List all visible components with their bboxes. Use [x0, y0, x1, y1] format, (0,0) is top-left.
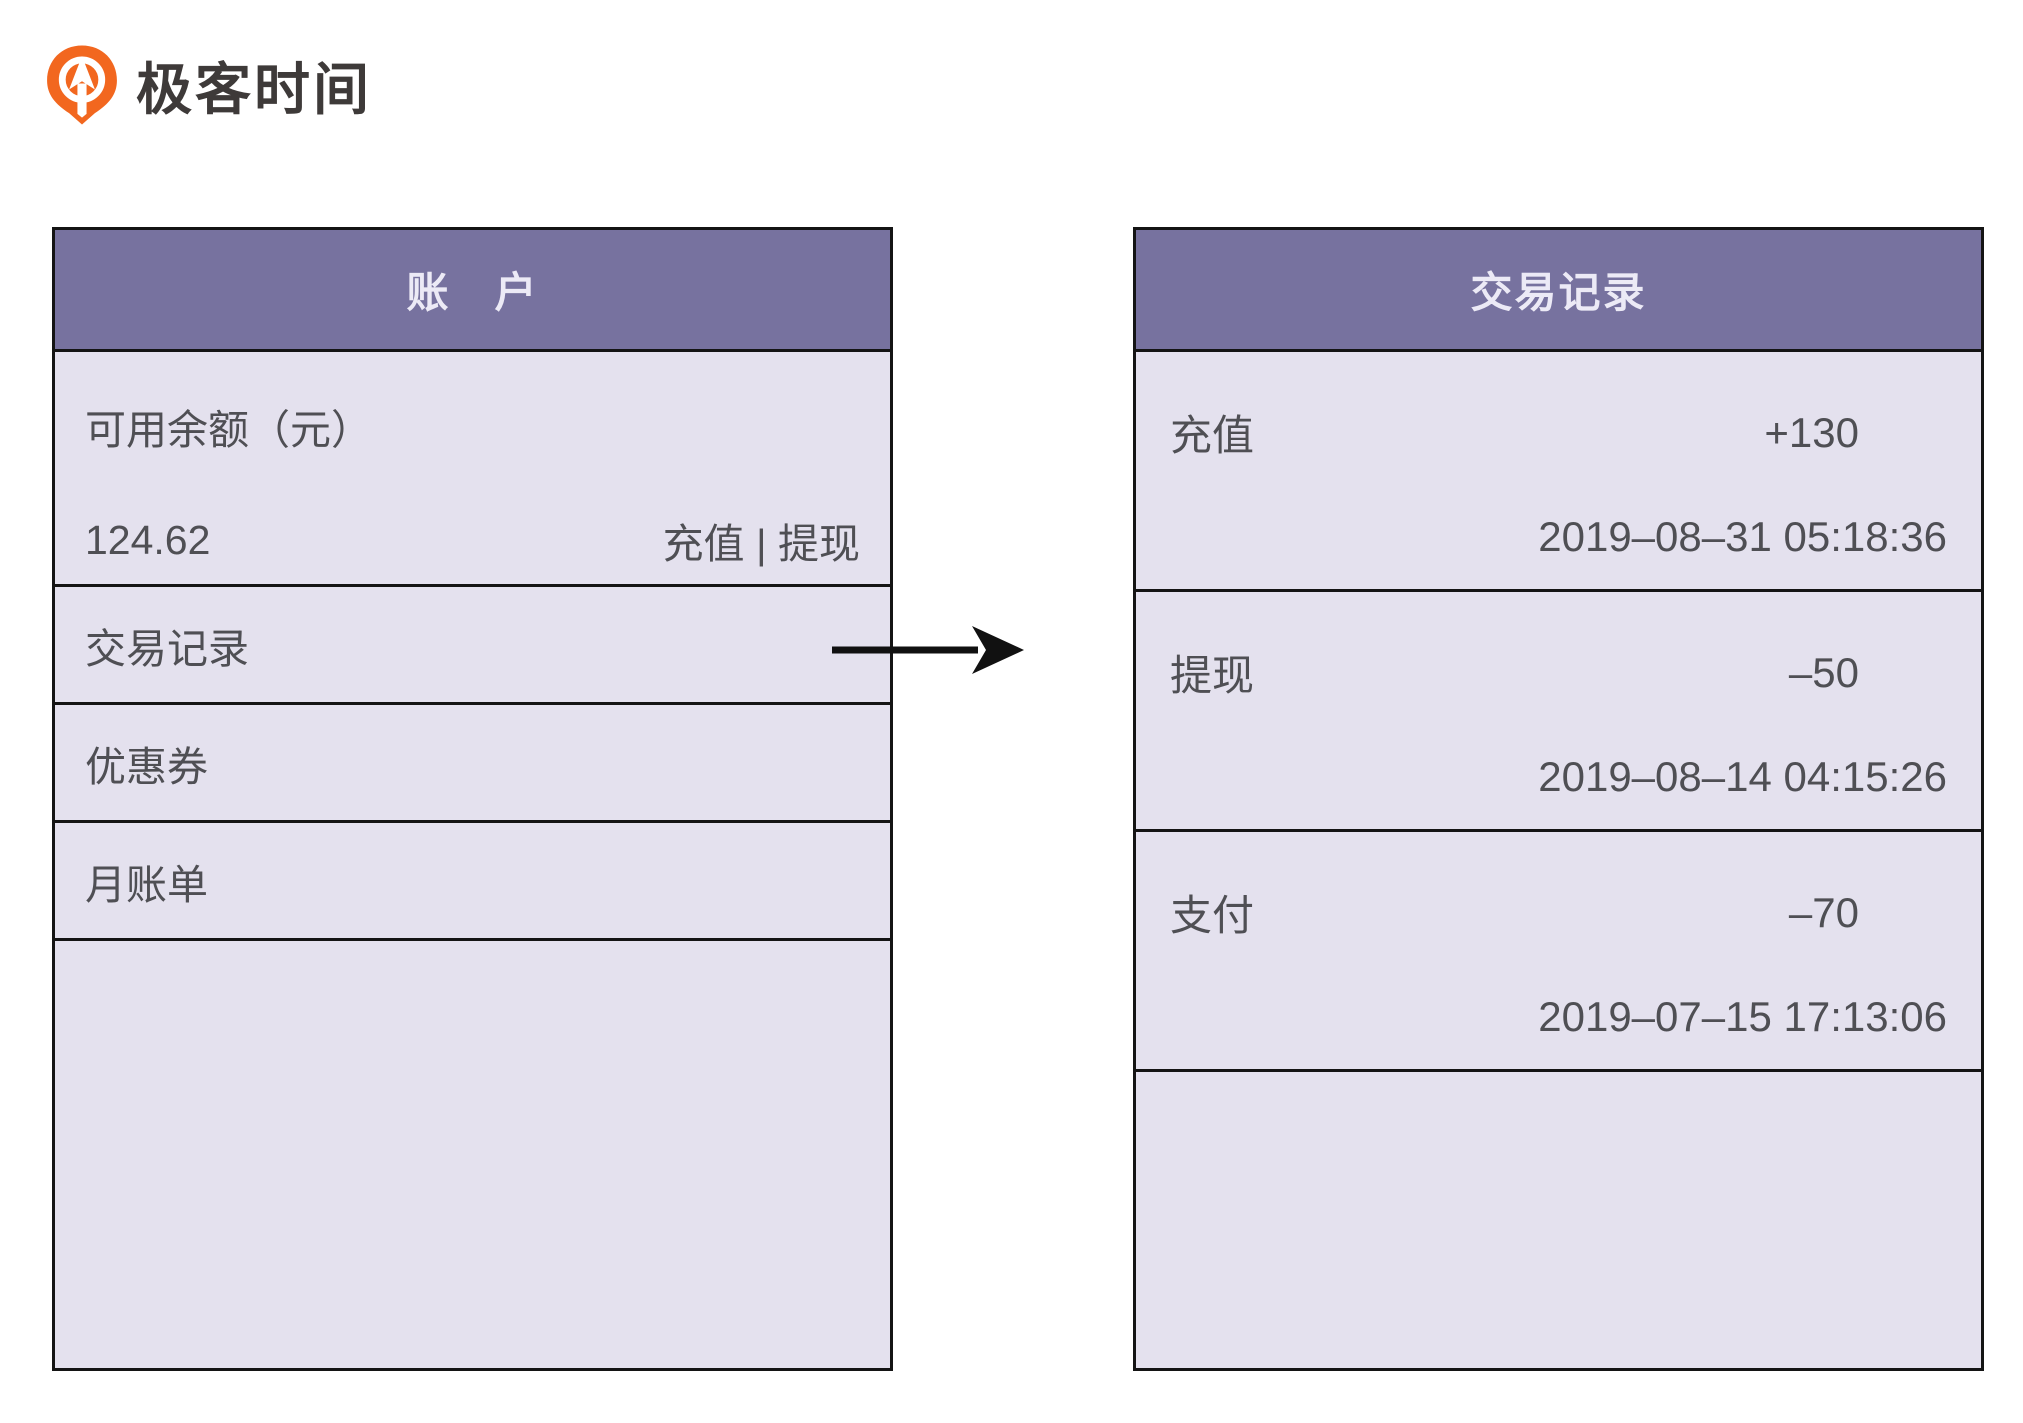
geektime-logo-icon	[44, 44, 120, 126]
menu-item-label: 月账单	[85, 861, 208, 908]
balance-label: 可用余额（元）	[85, 407, 372, 453]
transactions-panel: 交易记录 充值 +130 2019–08–31 05:18:36 提现 –50 …	[1133, 227, 1984, 1371]
balance-cell: 可用余额（元） 124.62 充值 | 提现	[55, 352, 890, 587]
transaction-amount: +130	[1764, 408, 1859, 456]
transaction-amount: –70	[1788, 888, 1859, 936]
account-panel: 账 户 可用余额（元） 124.62 充值 | 提现 交易记录 优惠券 月账单	[52, 227, 893, 1371]
transaction-label: 支付	[1170, 892, 1255, 939]
transaction-amount: –50	[1788, 648, 1859, 696]
transaction-datetime: 2019–08–31 05:18:36	[1538, 513, 1947, 560]
balance-value: 124.62	[85, 516, 211, 563]
menu-item-monthly-bill[interactable]: 月账单	[55, 823, 890, 941]
flow-arrow-icon	[832, 626, 1024, 674]
transaction-label: 提现	[1170, 652, 1255, 699]
transaction-row: 支付 –70 2019–07–15 17:13:06	[1136, 832, 1981, 1072]
menu-item-transactions[interactable]: 交易记录	[55, 587, 890, 705]
menu-item-label: 交易记录	[85, 625, 249, 672]
transactions-panel-title: 交易记录	[1136, 230, 1981, 352]
recharge-withdraw-actions[interactable]: 充值 | 提现	[662, 521, 860, 567]
menu-item-coupons[interactable]: 优惠券	[55, 705, 890, 823]
brand-name: 极客时间	[136, 57, 372, 121]
transaction-datetime: 2019–07–15 17:13:06	[1538, 993, 1947, 1040]
transactions-panel-empty-area	[1136, 1072, 1981, 1368]
menu-item-label: 优惠券	[85, 743, 208, 790]
account-panel-empty-area	[55, 941, 890, 1368]
transaction-label: 充值	[1170, 412, 1255, 459]
account-panel-title: 账 户	[55, 230, 890, 352]
transaction-row: 充值 +130 2019–08–31 05:18:36	[1136, 352, 1981, 592]
brand-logo: 极客时间	[44, 44, 372, 126]
transaction-row: 提现 –50 2019–08–14 04:15:26	[1136, 592, 1981, 832]
transaction-datetime: 2019–08–14 04:15:26	[1538, 753, 1947, 800]
